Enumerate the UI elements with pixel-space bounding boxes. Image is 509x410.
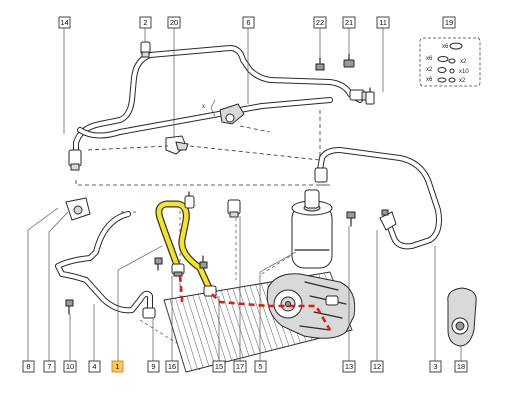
bolt-22[interactable] — [315, 57, 325, 71]
svg-text:9: 9 — [151, 362, 155, 371]
svg-text:4: 4 — [92, 362, 96, 371]
bracket-7[interactable] — [65, 197, 91, 221]
callout-9[interactable]: 9 — [147, 360, 160, 373]
kit-x6c: x6 — [426, 77, 433, 83]
callout-20[interactable]: 20 — [167, 16, 181, 29]
svg-text:16: 16 — [168, 362, 176, 371]
callout-5[interactable]: 5 — [254, 360, 267, 373]
fitting-14-end[interactable] — [68, 149, 82, 171]
svg-text:8: 8 — [26, 362, 30, 371]
svg-text:11: 11 — [379, 18, 387, 27]
kit-x6: x6 — [442, 44, 449, 50]
pipe-1-highlighted[interactable] — [155, 200, 214, 294]
callout-22[interactable]: 22 — [313, 16, 327, 29]
svg-text:17: 17 — [236, 362, 244, 371]
svg-text:7: 7 — [47, 362, 51, 371]
callout-8[interactable]: 8 — [22, 360, 35, 373]
svg-text:15: 15 — [215, 362, 223, 371]
fitting-3-end[interactable] — [314, 167, 328, 183]
svg-text:22: 22 — [316, 18, 324, 27]
callout-2[interactable]: 2 — [139, 16, 152, 29]
svg-text:13: 13 — [345, 362, 353, 371]
marker-x-arrows: x — [202, 99, 216, 117]
callouts-bottom: 8 7 10 4 1 9 16 15 — [22, 360, 468, 373]
callout-14[interactable]: 14 — [58, 16, 71, 29]
svg-text:10: 10 — [66, 362, 74, 371]
svg-text:2: 2 — [143, 18, 147, 27]
callout-7[interactable]: 7 — [43, 360, 56, 373]
svg-text:20: 20 — [170, 18, 178, 27]
svg-text:5: 5 — [258, 362, 262, 371]
callout-17[interactable]: 17 — [233, 360, 247, 373]
pipe-3-low-pressure[interactable] — [317, 147, 442, 250]
callout-3[interactable]: 3 — [429, 360, 442, 373]
callout-16[interactable]: 16 — [165, 360, 179, 373]
fitting-9[interactable] — [142, 307, 156, 319]
callout-15[interactable]: 15 — [212, 360, 226, 373]
kit-x10: x10 — [459, 69, 469, 75]
svg-text:14: 14 — [60, 18, 68, 27]
pipe-4-left[interactable] — [55, 211, 153, 315]
svg-text:12: 12 — [373, 362, 381, 371]
fitting-12[interactable] — [379, 209, 397, 231]
kit-x2b: x2 — [426, 67, 433, 73]
valve-11[interactable] — [365, 87, 375, 105]
callout-12[interactable]: 12 — [370, 360, 384, 373]
fitting-16[interactable] — [171, 263, 185, 277]
callout-1-highlighted[interactable]: 1 — [111, 360, 124, 373]
callout-18[interactable]: 18 — [454, 360, 468, 373]
svg-text:1: 1 — [115, 362, 119, 371]
svg-text:21: 21 — [345, 18, 353, 27]
fitting-2-clip[interactable] — [140, 41, 151, 58]
valve-top-of-pipe-1[interactable] — [184, 191, 195, 209]
seal-kit-19[interactable]: x6 x6 x2 x2 x10 x6 x2 — [419, 37, 481, 87]
kit-x2c: x2 — [459, 78, 466, 84]
clip-20[interactable] — [165, 135, 189, 155]
svg-text:6: 6 — [246, 18, 250, 27]
callouts-top: 14 2 20 6 22 21 11 19 — [58, 16, 456, 29]
cap-18[interactable] — [447, 287, 477, 347]
leader-lines — [27, 28, 462, 361]
callout-19[interactable]: 19 — [442, 16, 456, 29]
bolt-near-pipe-1[interactable] — [154, 255, 208, 271]
marker-x-text: x — [202, 104, 205, 110]
callout-4[interactable]: 4 — [88, 360, 101, 373]
svg-text:18: 18 — [457, 362, 465, 371]
callout-10[interactable]: 10 — [63, 360, 77, 373]
callout-21[interactable]: 21 — [342, 16, 356, 29]
svg-text:3: 3 — [433, 362, 437, 371]
callout-11[interactable]: 11 — [376, 16, 390, 29]
bolt-13[interactable] — [346, 211, 356, 227]
callout-13[interactable]: 13 — [342, 360, 356, 373]
pressure-sensor-6[interactable] — [219, 103, 245, 125]
red-dashed-route — [178, 275, 332, 331]
svg-text:19: 19 — [445, 18, 453, 27]
kit-x2a: x2 — [460, 59, 467, 65]
bolt-10[interactable] — [65, 299, 74, 315]
kit-x6b: x6 — [426, 56, 433, 62]
nut-21[interactable] — [343, 53, 355, 68]
callout-6[interactable]: 6 — [242, 16, 255, 29]
valve-17[interactable] — [227, 199, 241, 218]
receiver-drier-5[interactable] — [291, 189, 333, 269]
